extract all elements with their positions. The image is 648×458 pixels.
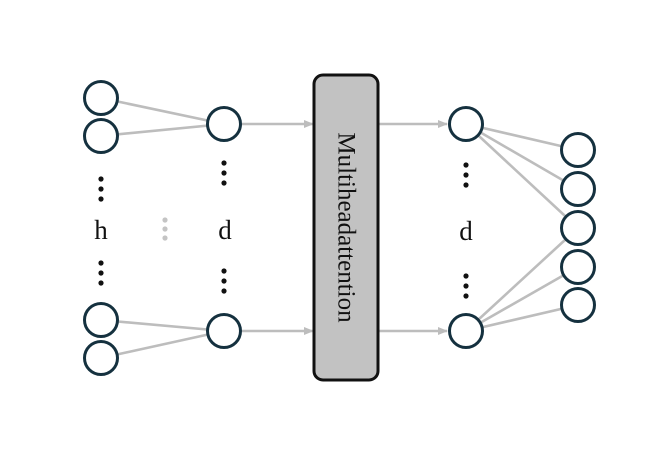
ellipsis-light [162, 217, 168, 241]
edge-in4-to-d2 [100, 329, 225, 360]
d-node-right [448, 313, 484, 349]
edge-dout1-to-out3 [465, 123, 579, 229]
edge-dout2-to-out3 [465, 227, 579, 332]
multihead-attention-block [312, 73, 380, 382]
d-node-left [206, 313, 242, 349]
edge-dout1-to-out1 [465, 122, 579, 152]
edge-dout2-to-out4 [465, 265, 579, 333]
ellipsis-d-right-lower [463, 273, 469, 299]
output-node [560, 210, 596, 246]
ellipsis-d-left-upper [221, 160, 227, 186]
multihead-attention-label: Multiheadattention [333, 132, 360, 323]
edge-dout2-to-out5 [465, 303, 579, 333]
label-d-left: d [218, 215, 232, 245]
edge-in1-to-d1 [100, 96, 225, 126]
output-node [560, 132, 596, 168]
output-node [560, 171, 596, 207]
input-node [83, 80, 119, 116]
output-node [560, 249, 596, 285]
ellipsis-d-right-upper [463, 162, 469, 188]
input-node [83, 340, 119, 376]
label-h: h [94, 215, 108, 245]
input-node [83, 118, 119, 154]
edge-dout1-to-out2 [465, 122, 579, 191]
input-node [83, 302, 119, 338]
ellipsis-h-lower [98, 260, 104, 286]
edge-in3-to-d2 [100, 318, 225, 333]
output-node [560, 287, 596, 323]
ellipsis-d-left-lower [221, 268, 227, 294]
d-node-left [206, 106, 242, 142]
edge-in2-to-d1 [100, 122, 225, 138]
label-d-right: d [459, 216, 473, 246]
ellipsis-h-upper [98, 176, 104, 202]
d-node-right [448, 106, 484, 142]
